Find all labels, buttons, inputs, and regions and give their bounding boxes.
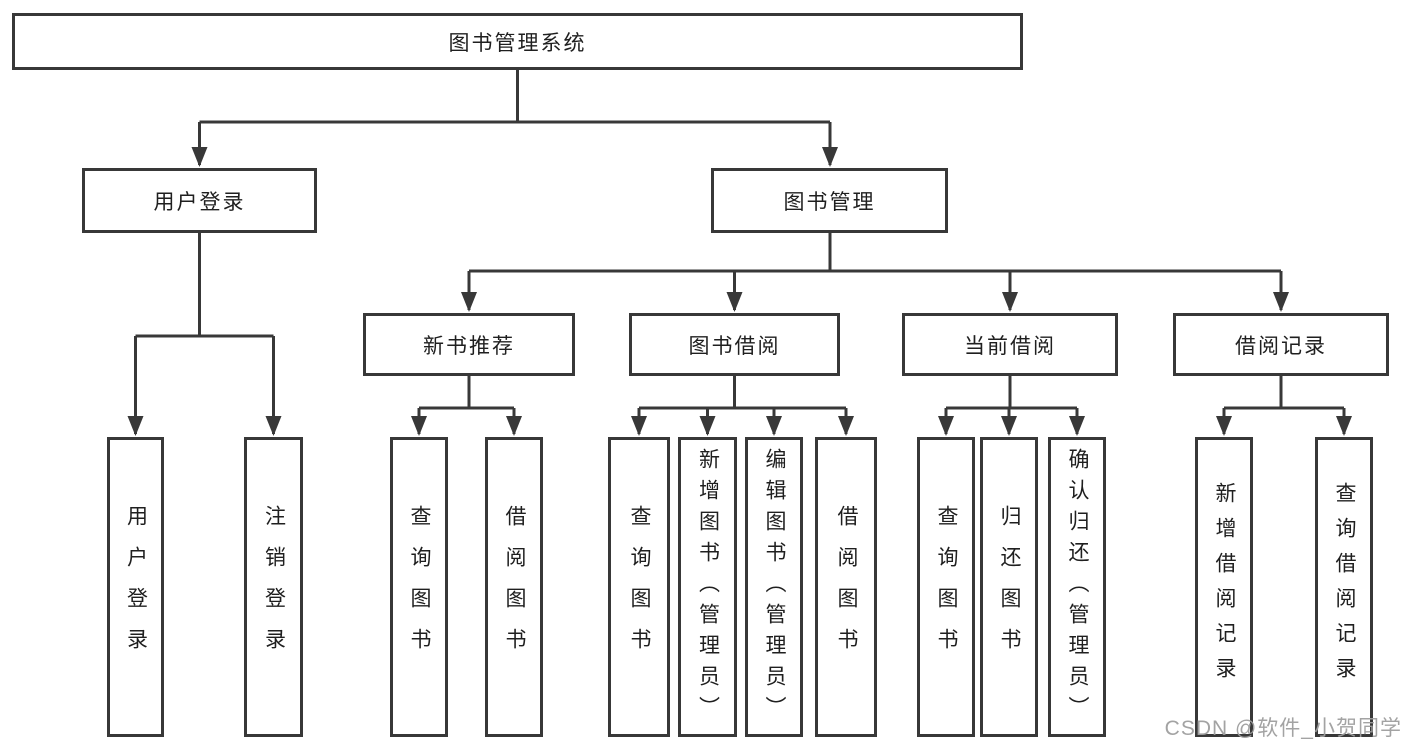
connector-bookborrow-to-leaves: [631, 376, 854, 436]
leaf-query-borrow-record: 查询借阅记录: [1315, 437, 1373, 737]
csdn-watermark: CSDN @软件_小贺同学: [1164, 717, 1402, 740]
leaf-add-borrow-record: 新增借阅记录: [1195, 437, 1253, 737]
leaf-borrow-books: 借阅图书: [815, 437, 877, 737]
connector-root-to-level2: [191, 70, 838, 167]
node-borrow-records: 借阅记录: [1173, 313, 1389, 376]
leaf-query-books-current: 查询图书: [917, 437, 975, 737]
leaf-return-books: 归还图书: [980, 437, 1038, 737]
leaf-edit-books-admin: 编辑图书（管理员）: [745, 437, 803, 737]
leaf-query-books-borrow: 查询图书: [608, 437, 670, 737]
connector-currentborrow-to-leaves: [938, 376, 1085, 436]
node-book-management: 图书管理: [711, 168, 948, 233]
connector-borrowrecords-to-leaves: [1216, 376, 1352, 436]
node-book-borrow: 图书借阅: [629, 313, 840, 376]
node-user-login: 用户登录: [82, 168, 317, 233]
leaf-borrow-books-recommend: 借阅图书: [485, 437, 543, 737]
leaf-user-login: 用户登录: [107, 437, 164, 737]
node-root-library-system: 图书管理系统: [12, 13, 1023, 70]
leaf-confirm-return-admin: 确认归还（管理员）: [1048, 437, 1106, 737]
connector-newbook-to-leaves: [411, 376, 522, 436]
connector-bookmgmt-to-level3: [461, 233, 1289, 312]
leaf-add-books-admin: 新增图书（管理员）: [678, 437, 737, 737]
leaf-logout: 注销登录: [244, 437, 303, 737]
connector-userlogin-to-leaves: [127, 233, 282, 436]
leaf-query-books-recommend: 查询图书: [390, 437, 448, 737]
node-new-book-recommend: 新书推荐: [363, 313, 575, 376]
node-current-borrow: 当前借阅: [902, 313, 1118, 376]
